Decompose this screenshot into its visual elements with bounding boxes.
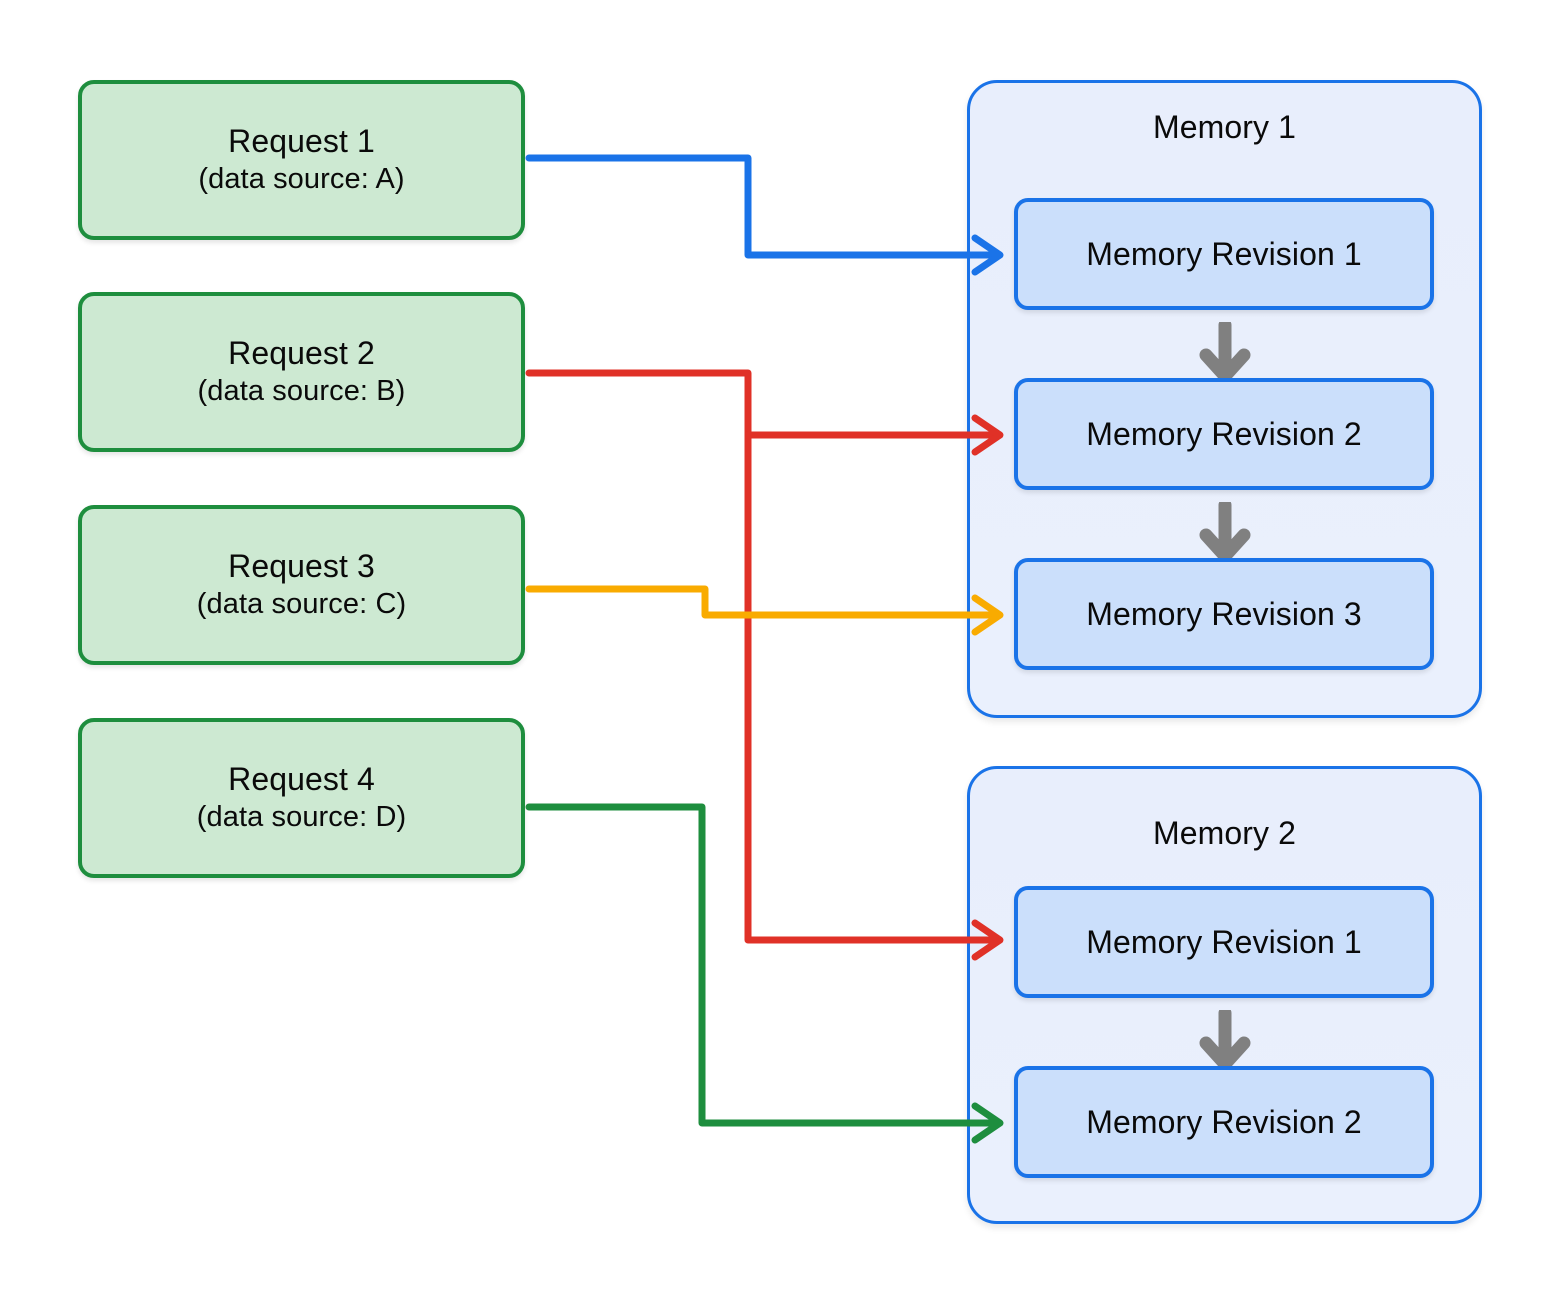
- memory-1-revision-2[interactable]: Memory Revision 2: [1014, 378, 1434, 490]
- memory-1-revision-3[interactable]: Memory Revision 3: [1014, 558, 1434, 670]
- memory-2-revision-1-label: Memory Revision 1: [1086, 923, 1362, 960]
- memory-1-revision-1-label: Memory Revision 1: [1086, 235, 1362, 272]
- request-1-subtitle: (data source: A): [198, 162, 405, 195]
- request-3-title: Request 3: [228, 548, 375, 585]
- connector-request-4: [525, 803, 1004, 1144]
- memory-2-revision-1[interactable]: Memory Revision 1: [1014, 886, 1434, 998]
- memory-1-revision-3-label: Memory Revision 3: [1086, 595, 1362, 632]
- connector-request-3: [525, 585, 1004, 636]
- request-box-1[interactable]: Request 1 (data source: A): [78, 80, 525, 240]
- request-2-subtitle: (data source: B): [197, 374, 406, 407]
- memory-2-revision-2[interactable]: Memory Revision 2: [1014, 1066, 1434, 1178]
- request-box-3[interactable]: Request 3 (data source: C): [78, 505, 525, 665]
- request-box-4[interactable]: Request 4 (data source: D): [78, 718, 525, 878]
- request-4-subtitle: (data source: D): [196, 800, 407, 833]
- memory-1-title: Memory 1: [1152, 109, 1297, 145]
- request-3-subtitle: (data source: C): [196, 587, 407, 620]
- connector-request-2: [525, 369, 1004, 961]
- connector-request-1: [525, 154, 1004, 276]
- request-4-title: Request 4: [228, 761, 375, 798]
- memory-2-title: Memory 2: [1152, 815, 1297, 851]
- memory-1-revision-1[interactable]: Memory Revision 1: [1014, 198, 1434, 310]
- request-box-2[interactable]: Request 2 (data source: B): [78, 292, 525, 452]
- memory-1-revision-2-label: Memory Revision 2: [1086, 415, 1362, 452]
- request-1-title: Request 1: [228, 123, 375, 160]
- request-2-title: Request 2: [228, 335, 375, 372]
- memory-2-revision-2-label: Memory Revision 2: [1086, 1103, 1362, 1140]
